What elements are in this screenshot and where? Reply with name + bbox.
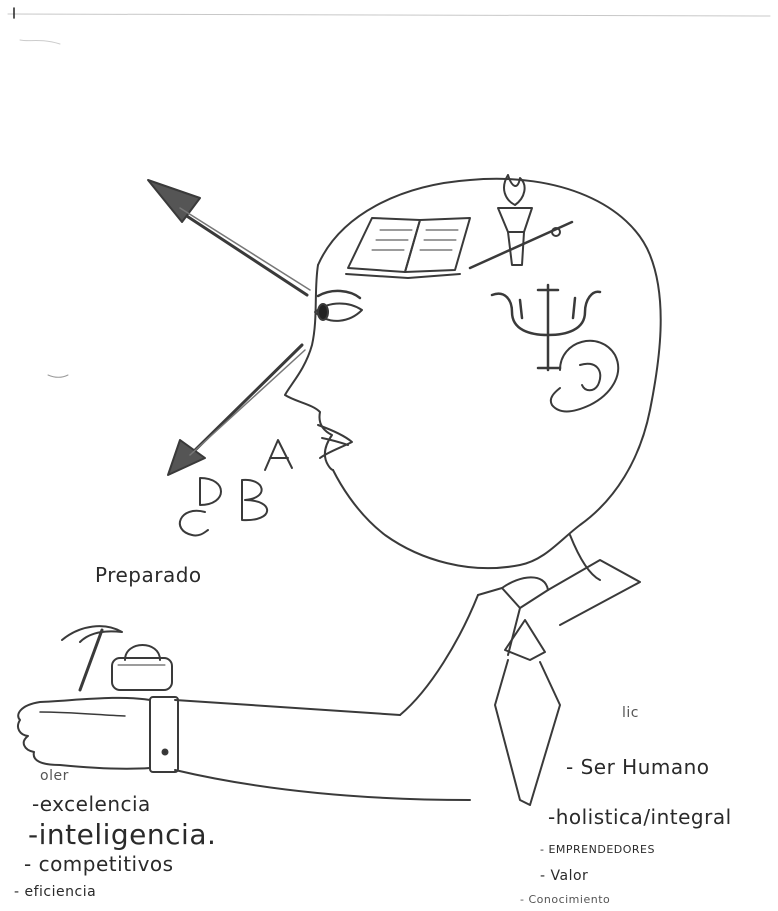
- left-list-item-5: - eficiencia: [14, 884, 96, 900]
- cuff-button: [163, 750, 168, 755]
- arrow-up-left: [148, 180, 310, 295]
- collar-left: [478, 588, 520, 655]
- stray-mark: [48, 375, 68, 377]
- tie: [495, 620, 560, 805]
- ear-icon: [551, 341, 618, 412]
- letter-d: [200, 478, 221, 505]
- right-list-item-1: - Ser Humano: [566, 755, 710, 779]
- padlock-icon: [112, 645, 172, 690]
- arm-lower: [175, 770, 470, 800]
- sleeve-cuff: [150, 697, 178, 772]
- right-list-item-5: - Conocimiento: [520, 893, 610, 906]
- scan-edge-line: [8, 14, 770, 16]
- arrow-down-left: [168, 345, 305, 475]
- psi-symbol: [492, 285, 600, 370]
- left-list-item-3: -inteligencia.: [28, 818, 216, 851]
- right-list-item-3: - EMPRENDEDORES: [540, 843, 655, 856]
- letter-b: [242, 480, 267, 520]
- arm-upper: [175, 700, 400, 715]
- collar-right: [520, 560, 640, 625]
- left-list-item-1: oler: [40, 768, 69, 784]
- torso-line: [400, 595, 478, 715]
- caption-preparado: Preparado: [95, 563, 202, 587]
- eye-icon: [315, 291, 362, 321]
- letter-c: [180, 511, 208, 536]
- head-outline: [318, 179, 661, 568]
- faint-scribble: [20, 40, 60, 44]
- left-list-item-4: - competitivos: [24, 852, 174, 876]
- right-list-header: lic: [622, 705, 639, 721]
- neck-back: [570, 535, 600, 580]
- book-icon: [346, 218, 470, 278]
- right-list-item-2: -holistica/integral: [548, 805, 732, 829]
- torch-icon: [470, 175, 572, 268]
- collar-back: [502, 577, 548, 590]
- right-list-item-4: - Valor: [540, 868, 588, 884]
- letter-a: [265, 440, 292, 470]
- left-list-item-2: -excelencia: [32, 792, 151, 816]
- hand: [18, 698, 150, 769]
